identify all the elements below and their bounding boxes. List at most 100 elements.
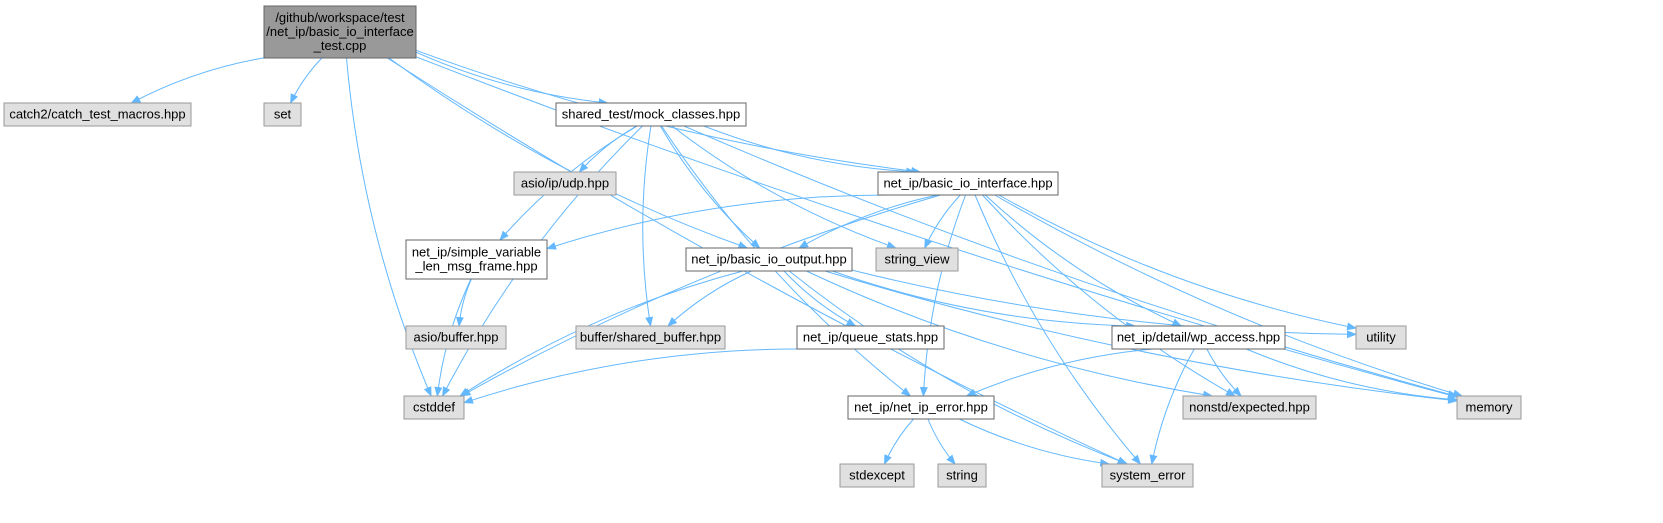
include-edge-bio_iface-to-memory bbox=[994, 194, 1464, 398]
include-arrow bbox=[455, 278, 472, 327]
file-node-shared-buffer: buffer/shared_buffer.hpp bbox=[575, 325, 726, 350]
include-edge-bio_iface-to-expected bbox=[982, 194, 1236, 397]
file-node-label: asio/ip/udp.hpp bbox=[521, 176, 609, 191]
include-arrow bbox=[130, 57, 265, 104]
dependency-edges bbox=[130, 49, 1464, 467]
include-edge-wp_access-to-memory bbox=[1246, 348, 1458, 404]
file-node-box bbox=[1182, 395, 1317, 420]
include-edge-bio_iface-to-string_view bbox=[924, 194, 961, 249]
include-arrow bbox=[959, 418, 1111, 467]
include-edge-root-to-system_error bbox=[387, 57, 1128, 465]
include-arrow bbox=[783, 270, 857, 327]
file-node-box bbox=[937, 463, 987, 488]
file-node-root[interactable]: /github/workspace/test/net_ip/basic_io_i… bbox=[263, 5, 417, 59]
file-node-bio-iface[interactable]: net_ip/basic_io_interface.hpp bbox=[877, 171, 1059, 196]
include-edge-wp_access-to-net_ip_error bbox=[965, 348, 1153, 397]
include-edge-bio_output-to-system_error bbox=[788, 270, 1129, 465]
include-edge-mock-to-shared_buffer bbox=[642, 125, 654, 327]
include-arrow bbox=[578, 125, 637, 173]
file-node-memory: memory bbox=[1456, 395, 1522, 420]
include-edge-root-to-catch2 bbox=[130, 57, 265, 104]
include-edge-bio_output-to-expected bbox=[806, 270, 1214, 399]
include-arrow bbox=[788, 270, 1129, 465]
include-edge-bio_output-to-queue_stats bbox=[783, 270, 857, 327]
file-node-label: system_error bbox=[1110, 468, 1187, 483]
include-edge-wp_access-to-system_error bbox=[1149, 348, 1195, 465]
file-node-label: net_ip/detail/wp_access.hpp bbox=[1117, 330, 1280, 345]
include-edge-bio_iface-to-wp_access bbox=[984, 194, 1183, 327]
file-node-simple-var[interactable]: net_ip/simple_variable_len_msg_frame.hpp bbox=[405, 239, 548, 280]
include-edge-bio_iface-to-system_error bbox=[974, 194, 1142, 465]
include-arrow bbox=[998, 194, 1357, 331]
file-node-label: shared_test/mock_classes.hpp bbox=[562, 107, 740, 122]
file-node-queue-stats[interactable]: net_ip/queue_stats.hpp bbox=[796, 325, 945, 350]
file-node-label: net_ip/simple_variable bbox=[412, 245, 541, 260]
include-edge-simple_var-to-asio_buffer bbox=[455, 278, 472, 327]
file-node-box bbox=[877, 171, 1059, 196]
file-node-box bbox=[403, 395, 465, 420]
file-node-label: cstddef bbox=[413, 400, 455, 415]
include-arrow bbox=[832, 270, 1137, 330]
file-node-label: /github/workspace/test bbox=[275, 10, 405, 25]
include-arrow bbox=[1206, 348, 1242, 397]
file-node-label: stdexcept bbox=[849, 468, 905, 483]
include-arrow bbox=[798, 194, 938, 249]
include-arrow bbox=[806, 270, 1214, 399]
file-node-expected: nonstd/expected.hpp bbox=[1182, 395, 1317, 420]
include-arrow bbox=[965, 348, 1153, 397]
file-node-box bbox=[685, 247, 853, 272]
file-node-box bbox=[3, 102, 192, 127]
file-node-box bbox=[875, 247, 959, 272]
include-arrow bbox=[415, 51, 609, 107]
file-node-net-ip-error[interactable]: net_ip/net_ip_error.hpp bbox=[847, 395, 995, 420]
include-edge-net_ip_error-to-system_error bbox=[959, 418, 1111, 467]
file-node-label: string bbox=[946, 468, 978, 483]
file-node-utility: utility bbox=[1355, 325, 1407, 350]
file-node-box bbox=[839, 463, 915, 488]
file-node-system-error: system_error bbox=[1101, 463, 1194, 488]
file-node-wp-access[interactable]: net_ip/detail/wp_access.hpp bbox=[1111, 325, 1286, 350]
include-edge-bio_iface-to-bio_output bbox=[798, 194, 938, 249]
include-edge-bio_output-to-shared_buffer bbox=[667, 270, 752, 327]
include-edge-bio_output-to-utility bbox=[851, 269, 1357, 339]
include-arrow bbox=[659, 125, 761, 249]
include-edge-wp_access-to-expected bbox=[1206, 348, 1242, 397]
include-edge-root-to-set bbox=[290, 57, 323, 104]
include-edge-root-to-mock bbox=[415, 51, 609, 107]
include-edge-mock-to-asio_udp bbox=[578, 125, 637, 173]
include-arrow bbox=[883, 418, 914, 465]
file-node-box bbox=[1101, 463, 1194, 488]
file-node-mock[interactable]: shared_test/mock_classes.hpp bbox=[555, 102, 747, 127]
file-node-box bbox=[263, 5, 417, 59]
include-arrow bbox=[982, 194, 1236, 397]
include-edge-bio_iface-to-utility bbox=[998, 194, 1357, 331]
file-node-label: utility bbox=[1366, 330, 1396, 345]
file-node-box bbox=[513, 171, 617, 196]
dependency-nodes: /github/workspace/test/net_ip/basic_io_i… bbox=[3, 5, 1522, 488]
include-edge-net_ip_error-to-string bbox=[927, 418, 956, 465]
file-node-stdexcept: stdexcept bbox=[839, 463, 915, 488]
file-node-bio-output[interactable]: net_ip/basic_io_output.hpp bbox=[685, 247, 853, 272]
include-arrow bbox=[667, 270, 752, 327]
include-arrow bbox=[671, 125, 897, 249]
file-node-string-view: string_view bbox=[875, 247, 959, 272]
include-arrow bbox=[851, 269, 1357, 339]
file-node-box bbox=[555, 102, 747, 127]
include-arrow bbox=[546, 194, 894, 250]
file-node-box bbox=[405, 239, 548, 280]
file-node-label: net_ip/basic_io_interface.hpp bbox=[883, 176, 1052, 191]
include-edge-root-to-cstddef bbox=[346, 57, 432, 397]
include-edge-bio_iface-to-simple_var bbox=[546, 194, 894, 250]
include-arrow bbox=[290, 57, 323, 104]
include-edge-mock-to-bio_iface bbox=[703, 125, 917, 176]
file-node-label: net_ip/basic_io_output.hpp bbox=[691, 252, 846, 267]
include-edge-mock-to-bio_output bbox=[659, 125, 761, 249]
include-arrow bbox=[1246, 348, 1458, 404]
file-node-catch2: catch2/catch_test_macros.hpp bbox=[3, 102, 192, 127]
file-node-box bbox=[1456, 395, 1522, 420]
include-edge-bio_iface-to-net_ip_error bbox=[919, 194, 967, 397]
file-node-label: _test.cpp bbox=[313, 38, 367, 53]
file-node-label: catch2/catch_test_macros.hpp bbox=[9, 107, 185, 122]
file-node-label: nonstd/expected.hpp bbox=[1189, 400, 1310, 415]
